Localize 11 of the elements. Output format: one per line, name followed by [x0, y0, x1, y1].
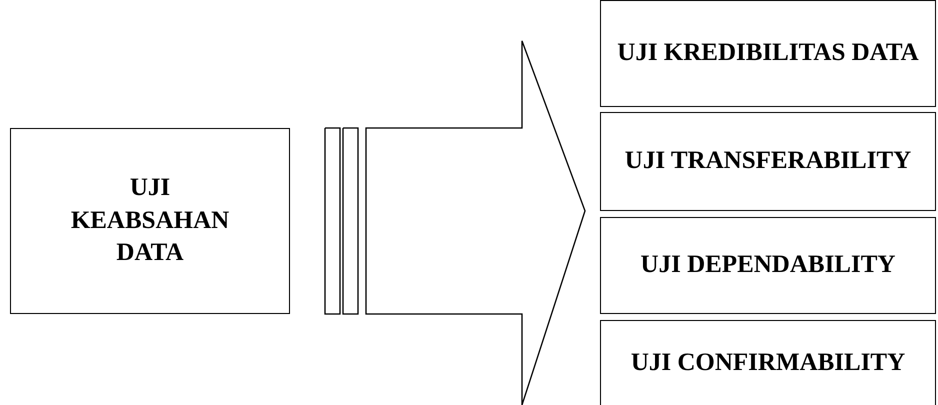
block-arrow [324, 40, 586, 405]
process-box [10, 128, 290, 314]
box-label: UJI CONFIRMABILITY [630, 348, 906, 378]
process-box [600, 320, 936, 405]
process-box [600, 217, 936, 314]
box-label: UJI DEPENDABILITY [640, 250, 896, 280]
box-label: UJI KREDIBILITAS DATA [617, 38, 919, 68]
box-label: UJI KEABSAHAN DATA [70, 173, 230, 268]
box-label: UJI TRANSFERABILITY [624, 146, 912, 176]
process-box [600, 112, 936, 211]
process-box [600, 0, 936, 107]
